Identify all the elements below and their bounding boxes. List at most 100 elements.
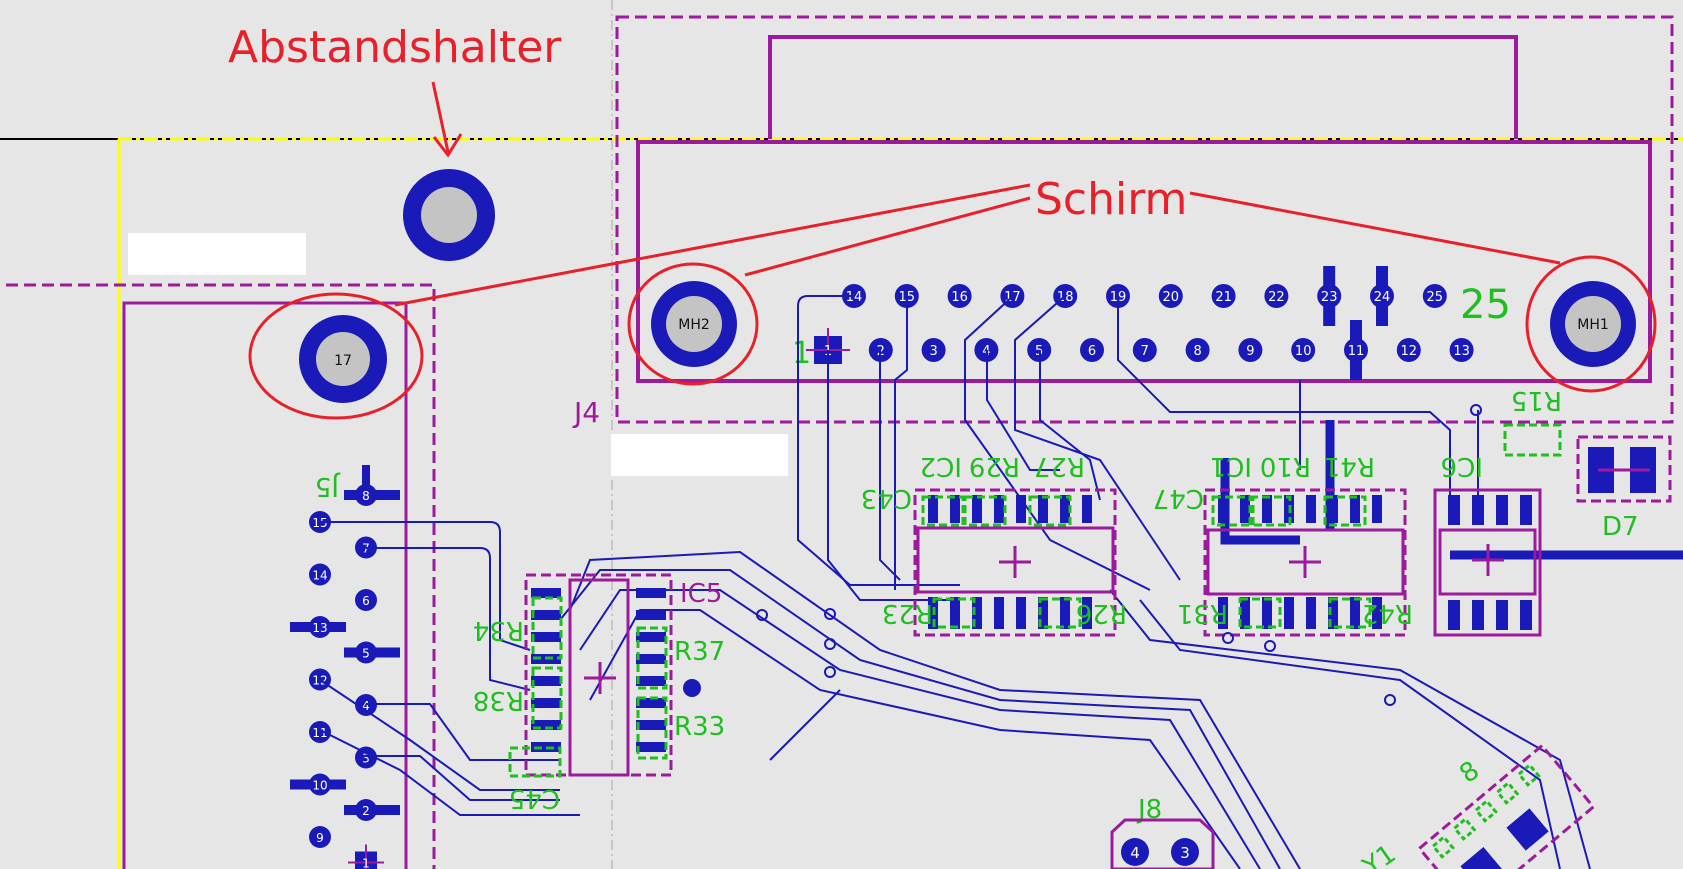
ic1-pad-top[interactable]	[1240, 495, 1250, 523]
ic5-pad-right[interactable]	[636, 676, 666, 686]
ic5-pad-right[interactable]	[636, 654, 666, 664]
r29-designator: R29	[969, 451, 1020, 481]
ic5-pad-right[interactable]	[636, 720, 666, 730]
ic1-pad-bottom[interactable]	[1328, 597, 1338, 629]
j4-pin-11[interactable]: 11	[1344, 320, 1368, 380]
ic2-pad-bottom[interactable]	[1060, 597, 1070, 629]
ic2-pad-top[interactable]	[1060, 495, 1070, 523]
ic6-pad-bottom[interactable]	[1448, 600, 1460, 630]
j5-pin-2[interactable]: 2	[344, 799, 400, 821]
ic2-pad-top[interactable]	[950, 495, 960, 523]
ic5-pad-left[interactable]	[531, 610, 561, 620]
ic2-pad-bottom[interactable]	[1016, 597, 1026, 629]
j4-pin-25[interactable]: 25	[1422, 284, 1447, 308]
ic6-pad-bottom[interactable]	[1496, 600, 1508, 630]
j5-pin-5[interactable]: 5	[344, 641, 400, 664]
mounting-hole-spacer[interactable]	[403, 169, 495, 261]
ic6-pad-top[interactable]	[1496, 495, 1508, 525]
via[interactable]	[824, 638, 836, 650]
via-large[interactable]	[683, 679, 701, 697]
ic1-pad-bottom[interactable]	[1372, 597, 1382, 629]
ic1-pad-top[interactable]	[1262, 495, 1272, 523]
ic1-pad-bottom[interactable]	[1306, 597, 1316, 629]
j5-pin-3[interactable]: 3	[355, 746, 377, 769]
via[interactable]	[1470, 404, 1482, 416]
ic1-pad-top[interactable]	[1218, 495, 1228, 523]
j5-pin-11[interactable]: 11	[309, 721, 331, 743]
via[interactable]	[824, 608, 836, 620]
ic2-pad-bottom[interactable]	[972, 597, 982, 629]
ic5-pad-right[interactable]	[636, 588, 666, 598]
ic5-pad-left[interactable]	[531, 588, 561, 598]
ic2-pad-bottom[interactable]	[1082, 597, 1092, 629]
mounting-hole-17[interactable]: 17	[299, 315, 387, 403]
ic5-pad-right[interactable]	[636, 698, 666, 708]
j5-pin-9[interactable]: 9	[309, 826, 331, 848]
ic1-pad-bottom[interactable]	[1218, 597, 1228, 629]
ic1-pad-top[interactable]	[1372, 495, 1382, 523]
ic5-pad-left[interactable]	[531, 720, 561, 730]
ic5-pad-left[interactable]	[531, 698, 561, 708]
via[interactable]	[1384, 694, 1396, 706]
ic5-designator: IC5	[680, 579, 722, 609]
mounting-hole-mh2[interactable]: MH2	[651, 281, 737, 367]
j5-pin-14[interactable]: 14	[309, 563, 331, 586]
mounting-hole-mh1[interactable]: MH1	[1550, 281, 1636, 367]
ic2-pad-top[interactable]	[1082, 495, 1092, 523]
j4-pin-23[interactable]: 23	[1317, 266, 1342, 326]
j4-pin-3[interactable]: 3	[921, 338, 946, 362]
ic6-pad-top[interactable]	[1520, 495, 1532, 525]
ic2-pad-top[interactable]	[994, 495, 1004, 523]
ic2-pad-top[interactable]	[1038, 495, 1048, 523]
j5-pin-8[interactable]: 8	[344, 465, 400, 506]
j8-pin-3[interactable]: 3	[1171, 838, 1199, 866]
j5-pin-12[interactable]: 12	[309, 668, 331, 691]
via[interactable]	[824, 666, 836, 678]
j4-pin-16[interactable]: 16	[947, 284, 972, 308]
ic1-pad-top[interactable]	[1350, 495, 1360, 523]
j4-pin-7[interactable]: 7	[1132, 338, 1157, 362]
ic2-pad-top[interactable]	[972, 495, 982, 523]
j8-pin-4[interactable]: 4	[1121, 838, 1149, 866]
j4-pin-12[interactable]: 12	[1396, 338, 1421, 362]
j4-pin-6[interactable]: 6	[1080, 338, 1104, 362]
j4-pin-20[interactable]: 20	[1158, 284, 1183, 308]
ic1-pad-bottom[interactable]	[1240, 597, 1250, 629]
j4-pin-21[interactable]: 21	[1211, 284, 1236, 308]
ic6-pad-bottom[interactable]	[1472, 600, 1484, 630]
ic1-pad-top[interactable]	[1328, 495, 1338, 523]
via[interactable]	[1222, 632, 1234, 644]
ic5-pad-right[interactable]	[636, 610, 666, 620]
ic2-pad-top[interactable]	[1016, 495, 1026, 523]
j4-pin-9[interactable]: 9	[1238, 338, 1263, 362]
j5-pin-10[interactable]: 10	[290, 773, 346, 796]
ic6-pad-bottom[interactable]	[1520, 600, 1532, 630]
j4-pin-22[interactable]: 22	[1264, 284, 1289, 308]
ic5-pad-left[interactable]	[531, 632, 561, 642]
r38-designator: R38	[473, 685, 524, 715]
r31-designator: R31	[1177, 598, 1228, 628]
ic2-pad-bottom[interactable]	[950, 597, 960, 629]
via[interactable]	[756, 609, 768, 621]
ic1-pad-bottom[interactable]	[1284, 597, 1294, 629]
ic2-pad-bottom[interactable]	[994, 597, 1004, 629]
ic1-pad-bottom[interactable]	[1350, 597, 1360, 629]
j5-pin-1[interactable]: 1	[348, 844, 384, 869]
j4-pin-8[interactable]: 8	[1185, 338, 1210, 362]
ic1-pad-top[interactable]	[1306, 495, 1316, 523]
ic5-pad-right[interactable]	[636, 632, 666, 642]
j4-pin-10[interactable]: 10	[1291, 338, 1316, 362]
ic6-pad-top[interactable]	[1472, 495, 1484, 525]
j4-pin-13[interactable]: 13	[1449, 338, 1474, 362]
ic1-pad-bottom[interactable]	[1262, 597, 1272, 629]
ic5-pad-right[interactable]	[636, 742, 666, 752]
ic2-pad-bottom[interactable]	[1038, 597, 1048, 629]
ic2-pad-top[interactable]	[928, 495, 938, 523]
j4-pin-24[interactable]: 24	[1370, 266, 1394, 326]
ic6-pad-top[interactable]	[1448, 495, 1460, 525]
ic5-pad-left[interactable]	[531, 676, 561, 686]
j5-pin-6[interactable]: 6	[355, 589, 377, 611]
j5-pin-13[interactable]: 13	[290, 616, 346, 638]
via[interactable]	[1264, 640, 1276, 652]
